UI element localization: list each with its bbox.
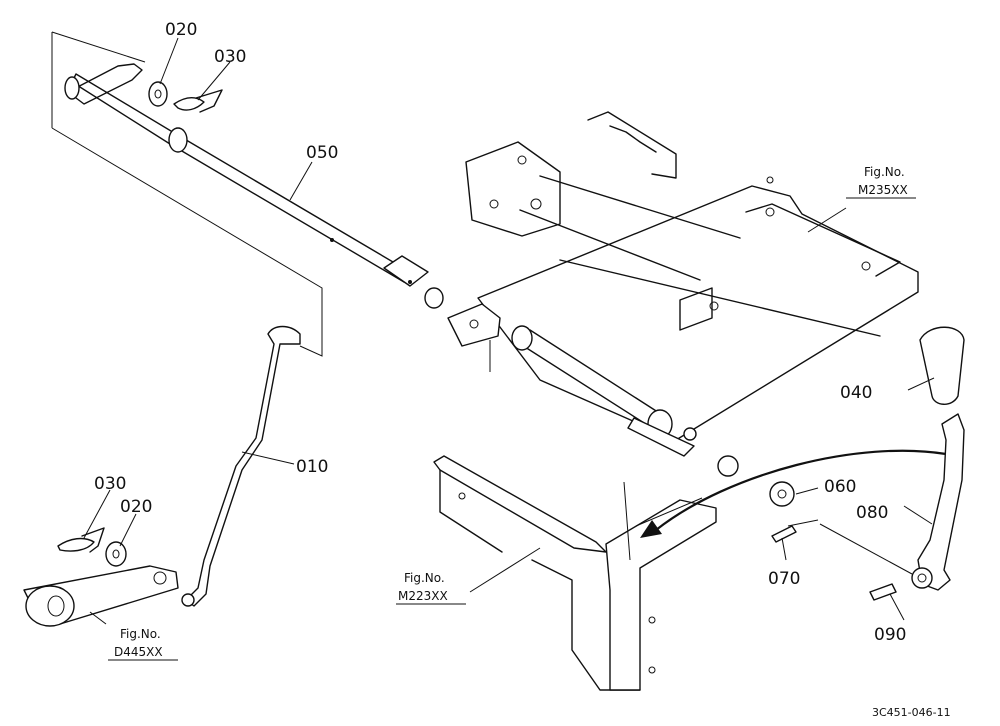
callout-020-left: 020 [120,497,152,517]
fig-ref-d445: Fig.No. D445XX [108,627,178,661]
frame-lines [51,31,323,357]
drawing-code: 3C451-046-11 [872,706,951,719]
callout-070: 070 [768,569,800,589]
callout-030-top: 030 [214,47,246,67]
part-060-washer [769,481,795,507]
part-070-pin [771,525,797,543]
part-020-washer-left [105,541,127,567]
leader-lines [83,37,935,625]
fig-ref-m223-code: M223XX [398,589,448,603]
callout-labels: 020 030 050 010 030 020 040 060 080 070 … [94,20,906,645]
callout-050: 050 [306,143,338,163]
callout-040: 040 [840,383,872,403]
part-d445-bracket [23,565,179,627]
fig-ref-m223: Fig.No. M223XX [396,571,466,605]
fig-ref-m235-label: Fig.No. [864,165,905,179]
callout-010: 010 [296,457,328,477]
fig-ref-d445-label: Fig.No. [120,627,161,641]
part-020-washer-top [148,81,168,107]
part-040-knob [919,326,965,405]
cross-shaft [447,303,697,457]
callout-060: 060 [824,477,856,497]
callout-080: 080 [856,503,888,523]
fig-ref-d445-code: D445XX [114,645,163,659]
bush [424,287,739,477]
callout-020-top: 020 [165,20,197,40]
part-090-pin [869,583,897,601]
callout-030-left: 030 [94,474,126,494]
fig-ref-m235: Fig.No. M235XX [846,165,916,199]
part-030-pin-top [173,89,223,113]
callout-090: 090 [874,625,906,645]
part-010-rod [181,325,301,607]
part-050-shaft [64,63,429,287]
part-030-pin-left [57,527,105,553]
direction-arrow [640,449,947,538]
fig-ref-m235-code: M235XX [858,183,908,197]
body-m223 [433,455,717,691]
fig-ref-m223-label: Fig.No. [404,571,445,585]
part-080-lever [911,413,965,591]
